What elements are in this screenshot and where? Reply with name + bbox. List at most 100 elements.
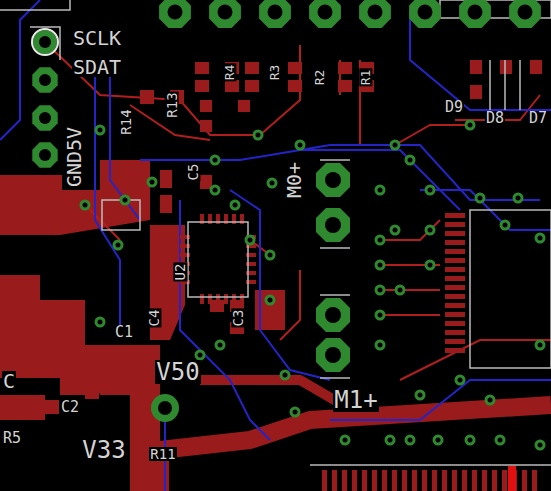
via	[535, 440, 546, 451]
signal-trace-bottom	[95, 60, 120, 330]
via-hole	[378, 263, 383, 268]
silkscreen	[310, 464, 551, 466]
pad-ring	[359, 0, 391, 28]
connector-pin	[422, 470, 427, 491]
via	[375, 185, 386, 196]
connector-pin	[382, 470, 387, 491]
via-hole	[233, 203, 238, 208]
smd-pad	[530, 60, 542, 74]
silkscreen-label: GND5V	[64, 126, 84, 188]
via-hole	[378, 313, 383, 318]
drill-hole	[268, 5, 283, 20]
silkscreen-label: R3	[269, 63, 282, 81]
silkscreen-label: C	[2, 371, 16, 391]
smd-pad	[338, 62, 352, 74]
silkscreen-label: SCLK	[72, 28, 122, 48]
via	[425, 260, 436, 271]
drill-hole	[39, 74, 51, 86]
signal-trace-bottom	[140, 145, 540, 200]
via-hole	[378, 188, 383, 193]
connector-pin	[432, 470, 437, 491]
via-hole	[213, 158, 218, 163]
via	[210, 155, 221, 166]
silkscreen-label: U2	[173, 263, 187, 282]
smd-pad	[288, 80, 302, 92]
smd-pad	[160, 195, 172, 213]
silkscreen-label: R5	[2, 431, 22, 446]
connector-pin	[392, 470, 397, 491]
via	[375, 310, 386, 321]
pad-ring	[209, 0, 241, 28]
via	[265, 250, 276, 261]
connector-pin	[352, 470, 357, 491]
via-hole	[270, 181, 275, 186]
via-hole	[83, 203, 88, 208]
smd-pad	[245, 80, 259, 92]
via	[340, 435, 351, 446]
pad-ring	[509, 0, 541, 28]
via-hole	[538, 343, 543, 348]
pad-ring	[459, 0, 491, 28]
smd-pad	[238, 100, 250, 112]
smd-pad	[130, 370, 144, 384]
via-hole	[293, 410, 298, 415]
connector-pin	[402, 470, 407, 491]
signal-trace-bottom	[110, 70, 140, 220]
silkscreen	[30, 27, 60, 60]
drill-hole	[325, 172, 341, 188]
connector-pin	[445, 249, 465, 254]
via	[265, 295, 276, 306]
silkscreen-label: R14	[119, 108, 133, 135]
ic-pin	[216, 294, 220, 304]
silkscreen	[0, 0, 551, 465]
connector-pin	[532, 470, 537, 491]
via	[280, 370, 291, 381]
connector-pin	[502, 470, 507, 491]
drill-hole	[518, 5, 533, 20]
silkscreen-label: C5	[186, 163, 200, 182]
smd-pad	[200, 120, 212, 132]
via-hole	[398, 288, 403, 293]
connector-pin	[445, 321, 465, 326]
drill-hole	[39, 149, 51, 161]
via-hole	[393, 228, 398, 233]
connector-pin	[412, 470, 417, 491]
via	[385, 435, 396, 446]
drill-hole	[39, 36, 51, 48]
connector-pin	[472, 470, 477, 491]
via-hole	[268, 298, 273, 303]
signal-trace-top	[380, 220, 440, 240]
connector-pin	[445, 276, 465, 281]
silkscreen-label: C3	[231, 309, 245, 328]
via	[80, 200, 91, 211]
via-hole	[538, 236, 543, 241]
pad-ring	[316, 163, 350, 197]
signal-trace-bottom	[300, 150, 460, 210]
via	[375, 340, 386, 351]
silkscreen	[102, 200, 140, 230]
via	[390, 140, 401, 151]
via-hole	[408, 158, 413, 163]
pad-ring	[316, 208, 350, 242]
via-hole	[150, 180, 155, 185]
pad-ring	[32, 67, 57, 92]
connector-pin	[445, 330, 465, 335]
via-hole	[468, 438, 473, 443]
silkscreen-label: V33	[81, 438, 126, 462]
pad-ring	[309, 0, 341, 28]
drill-hole	[158, 401, 172, 415]
ic-pin	[200, 294, 204, 304]
connector-pin	[445, 231, 465, 236]
via	[290, 407, 301, 418]
via-hole	[98, 320, 103, 325]
drill-hole	[325, 307, 341, 323]
via-hole	[408, 438, 413, 443]
drill-hole	[168, 5, 183, 20]
signal-trace-top	[45, 42, 551, 380]
via-hole	[436, 438, 441, 443]
copper-pour	[0, 395, 45, 420]
via	[535, 340, 546, 351]
via	[433, 435, 444, 446]
via	[513, 193, 524, 204]
silkscreen-label: M1+	[333, 388, 378, 412]
